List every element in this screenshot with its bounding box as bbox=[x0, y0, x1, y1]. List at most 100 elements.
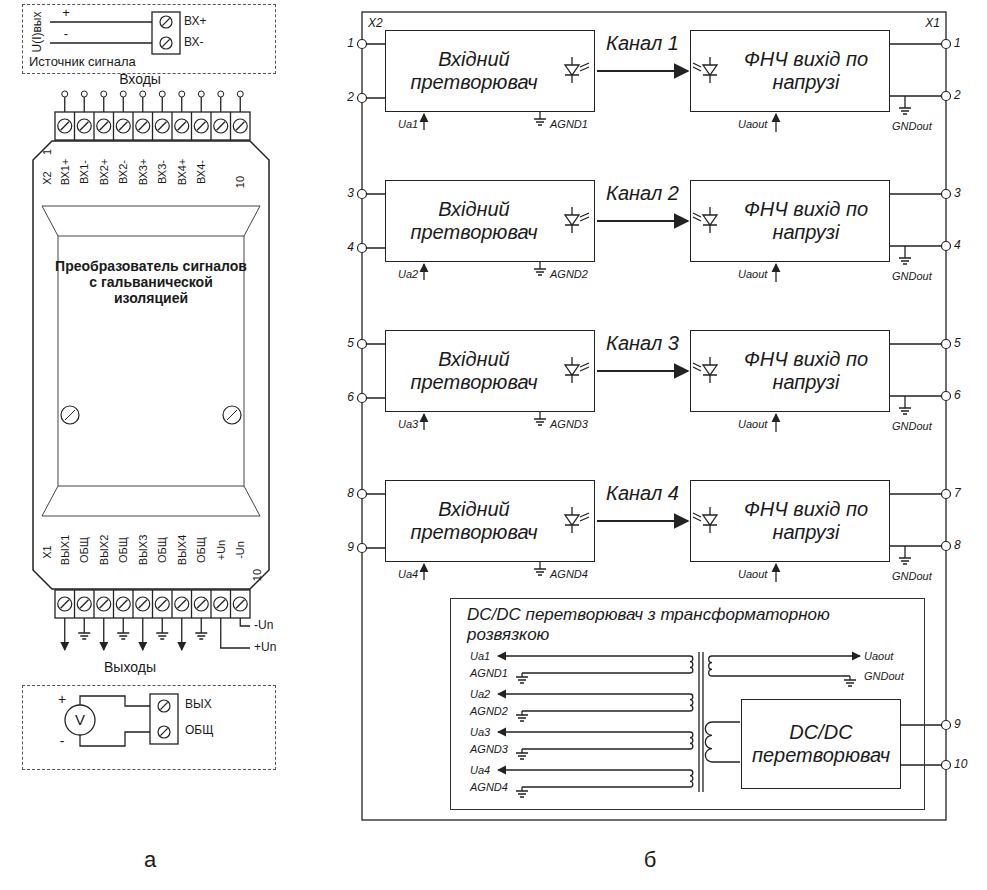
wire-stem bbox=[123, 97, 124, 112]
screw-slot bbox=[139, 122, 147, 130]
signal-label: AGND3 bbox=[470, 743, 508, 755]
signal-label: Выходы bbox=[104, 660, 156, 675]
wire-stem bbox=[84, 97, 85, 112]
voltmeter-symbol bbox=[65, 705, 95, 735]
screw-slot bbox=[217, 122, 225, 130]
terminal-screw bbox=[136, 597, 150, 611]
optocoupler-link bbox=[597, 220, 688, 222]
terminal-label: ВХ1- bbox=[78, 160, 90, 184]
supply-arrow bbox=[423, 264, 424, 280]
ground-wire bbox=[84, 618, 85, 633]
pin-terminal bbox=[358, 94, 367, 103]
terminal-divider bbox=[93, 112, 94, 140]
supply-arrow bbox=[775, 264, 776, 282]
box-label: Вхідний претворювач bbox=[390, 498, 558, 544]
box-label: ФНЧ вихід по напрузі bbox=[727, 198, 885, 244]
box-label: ФНЧ вихід по напрузі bbox=[727, 498, 885, 544]
terminal-screw bbox=[58, 119, 72, 133]
screw-slot bbox=[65, 410, 237, 420]
screw-slot bbox=[61, 122, 69, 130]
terminal-label: ОБЩ bbox=[195, 537, 207, 563]
signal-label: Uaout bbox=[738, 118, 767, 130]
transformer-core bbox=[699, 652, 703, 792]
pin-terminal bbox=[942, 392, 951, 401]
node-text: Источник сигнала bbox=[29, 55, 136, 70]
terminal-divider bbox=[132, 590, 133, 618]
optocoupler-link bbox=[597, 520, 688, 522]
pin-terminal bbox=[942, 92, 951, 101]
ground-wire bbox=[522, 786, 690, 787]
wire-loop bbox=[198, 91, 204, 97]
input-converter: Вхідний претворювач bbox=[385, 480, 595, 562]
signal-label: GNDout bbox=[892, 420, 932, 432]
terminal-screw bbox=[214, 119, 228, 133]
pin-terminal bbox=[358, 544, 367, 553]
pin-terminal bbox=[942, 242, 951, 251]
led-symbol bbox=[565, 507, 589, 533]
ground-symbol bbox=[534, 419, 546, 425]
node-text: ВЫХ bbox=[185, 698, 212, 712]
terminal-divider bbox=[93, 590, 94, 618]
source-box: Источник сигнала bbox=[22, 4, 276, 74]
terminal-label: U(I)вых bbox=[31, 12, 44, 53]
supply-arrow bbox=[775, 414, 776, 432]
ground-wire bbox=[539, 562, 540, 569]
terminal-label: ОБЩ bbox=[117, 537, 129, 563]
screw-slot bbox=[119, 122, 127, 130]
wire-stem bbox=[220, 97, 221, 112]
terminal-label: ОБЩ bbox=[156, 537, 168, 563]
ground-wire bbox=[522, 748, 690, 749]
terminal-block bbox=[150, 694, 178, 744]
lowpass-filter: ФНЧ вихід по напрузі bbox=[690, 480, 890, 562]
photodiode-symbol bbox=[693, 207, 717, 233]
terminal-screw bbox=[233, 597, 247, 611]
terminal-divider bbox=[152, 112, 153, 140]
screw-slot bbox=[160, 728, 167, 735]
outer-frame bbox=[362, 12, 946, 820]
terminal-label: +Un bbox=[215, 540, 227, 561]
pin-terminal bbox=[942, 761, 951, 770]
signal-label: GNDout bbox=[892, 120, 932, 132]
pin-terminal bbox=[358, 40, 367, 49]
supply-arrow bbox=[498, 655, 690, 656]
signal-wire bbox=[50, 22, 152, 43]
ground-wire bbox=[904, 96, 905, 108]
node-text: ОБЩ bbox=[185, 724, 213, 738]
housing-edge bbox=[33, 141, 269, 589]
screw-slot bbox=[158, 600, 166, 608]
screw-slot bbox=[236, 600, 244, 608]
ground-wire bbox=[522, 710, 690, 711]
screw-slot bbox=[80, 122, 88, 130]
signal-label: 3 bbox=[954, 187, 961, 200]
terminal-screw bbox=[233, 119, 247, 133]
terminal-screw bbox=[155, 119, 169, 133]
signal-label: 3 bbox=[347, 187, 354, 200]
terminal-screw bbox=[77, 119, 91, 133]
terminal-divider bbox=[171, 590, 172, 618]
led-symbol bbox=[565, 207, 589, 233]
supply-arrow bbox=[423, 114, 424, 130]
wire-loop bbox=[120, 91, 126, 97]
screw-slot bbox=[100, 122, 108, 130]
signal-label: GNDout bbox=[892, 570, 932, 582]
terminal-screw bbox=[158, 726, 170, 738]
transformer-winding bbox=[709, 656, 712, 676]
photodiode-symbol bbox=[693, 357, 717, 383]
pin-terminal bbox=[942, 190, 951, 199]
pin-terminal bbox=[942, 340, 951, 349]
signal-label: AGND4 bbox=[470, 781, 508, 793]
lowpass-filter: ФНЧ вихід по напрузі bbox=[690, 330, 890, 412]
screw-slot bbox=[178, 122, 186, 130]
wire-stem bbox=[103, 97, 104, 112]
supply-arrow bbox=[498, 693, 690, 694]
terminal-screw bbox=[116, 597, 130, 611]
screw-slot bbox=[162, 18, 169, 25]
signal-label: Ua2 bbox=[470, 688, 490, 700]
terminal-divider bbox=[230, 112, 231, 140]
terminal-label: ВХ2- bbox=[117, 160, 129, 184]
signal-label: 1 bbox=[954, 37, 961, 50]
wire-stem bbox=[240, 97, 241, 112]
pin-terminal bbox=[358, 244, 367, 253]
wire-loop bbox=[140, 91, 146, 97]
ground-symbol bbox=[516, 715, 528, 721]
